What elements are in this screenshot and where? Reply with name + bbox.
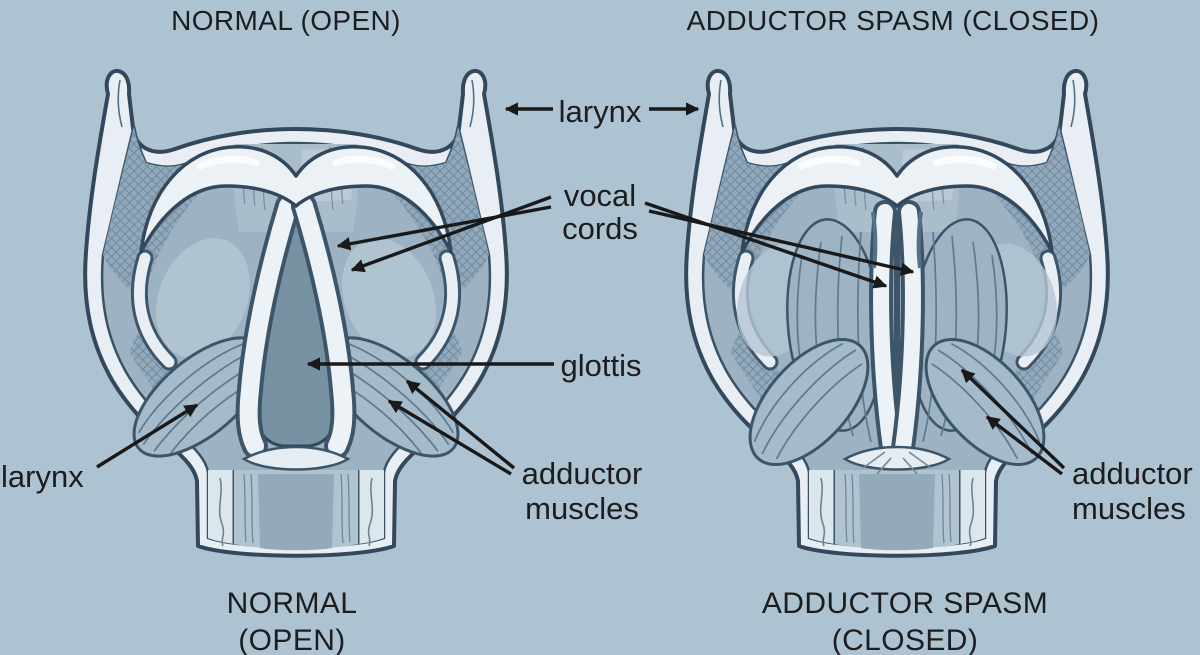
pyriform-highlight-left xyxy=(156,238,250,358)
arytenoid-chevron xyxy=(842,445,952,471)
arrow-vocal-cords-left-2 xyxy=(336,205,552,251)
caption-left-line2: (OPEN) xyxy=(238,624,346,655)
panel-title-right: ADDUCTOR SPASM (CLOSED) xyxy=(686,5,1100,36)
arrow-adductor-right-2 xyxy=(985,415,1064,476)
arrow-vocal-cords-right-1 xyxy=(644,201,888,289)
label-adductor-right-line1: adductor xyxy=(1072,456,1193,491)
arrow-adductor-left-1 xyxy=(405,379,516,470)
label-glottis: glottis xyxy=(560,348,642,383)
label-adductor-left-line1: adductor xyxy=(521,456,643,491)
caption-right-line1: ADDUCTOR SPASM xyxy=(761,587,1049,620)
label-larynx-bottom-left: larynx xyxy=(1,459,84,494)
vocal-cord-right xyxy=(891,200,925,460)
panel-title-left: NORMAL (OPEN) xyxy=(171,5,401,36)
radiating-streaks xyxy=(862,451,932,475)
annotation-arrows xyxy=(96,102,1066,476)
panel-caption-right: ADDUCTOR SPASM (CLOSED) xyxy=(762,585,1048,655)
label-adductor-muscles-right: adductor muscles xyxy=(1072,456,1193,526)
label-vocal-cords-line1: vocal xyxy=(563,178,637,213)
arrow-vocal-cords-right-2 xyxy=(648,209,915,276)
caption-right-line2: (CLOSED) xyxy=(831,624,979,655)
arrow-adductor-right-1 xyxy=(960,368,1066,470)
arytenoid-chevron xyxy=(241,445,351,471)
label-adductor-right-line2: muscles xyxy=(1072,491,1186,526)
label-vocal-cords: vocal cords xyxy=(562,179,638,245)
label-adductor-muscles-left: adductor muscles xyxy=(522,456,643,526)
arrow-vocal-cords-left-1 xyxy=(350,195,552,273)
adductor-muscle-right xyxy=(924,337,1046,467)
larynx-open-diagram xyxy=(85,71,507,556)
vocal-cord-left xyxy=(869,200,903,460)
arrow-larynx-bottom-left xyxy=(96,403,199,469)
label-larynx-center: larynx xyxy=(558,94,642,129)
larynx-closed-diagram xyxy=(686,71,1108,556)
arrow-adductor-left-2 xyxy=(387,399,512,476)
caption-left-line1: NORMAL xyxy=(226,587,358,620)
label-adductor-left-line2: muscles xyxy=(525,491,639,526)
label-vocal-cords-line2: cords xyxy=(562,211,638,246)
vocal-cord-left xyxy=(235,193,301,459)
adductor-muscle-left xyxy=(748,337,870,467)
panel-caption-left: NORMAL (OPEN) xyxy=(227,585,358,655)
